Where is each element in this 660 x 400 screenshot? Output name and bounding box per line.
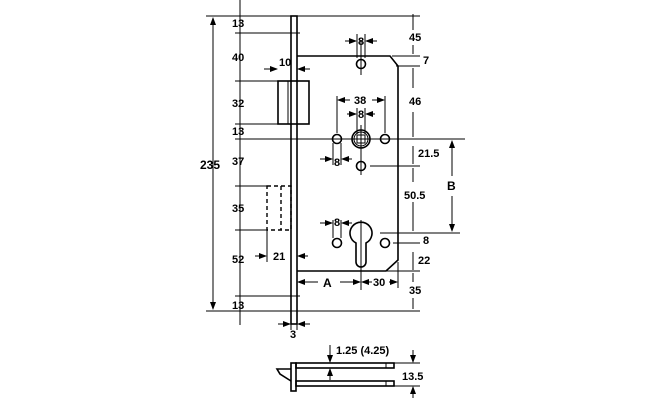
left-dim-5: 37 [232, 156, 244, 168]
left-dim-2: 40 [232, 52, 244, 64]
follower-square-label: 8 [358, 109, 364, 121]
backset-label: A [323, 276, 332, 290]
overall-height-label: 235 [200, 158, 220, 172]
cylinder-hole-offset-label: 8 [334, 217, 340, 229]
left-dim-7: 52 [232, 254, 244, 266]
follower-hole-offset-label: 8 [334, 157, 340, 169]
right-dim-5: 50.5 [404, 190, 425, 202]
side-view-thickness-label: 1.25 (4.25) [336, 345, 390, 357]
right-dim-6: 8 [423, 235, 429, 247]
right-dim-3: 46 [409, 96, 421, 108]
left-dim-8: 13 [232, 300, 244, 312]
cylinder-to-edge-label: 30 [373, 277, 385, 289]
deadbolt-outline [266, 185, 292, 231]
faceplate [290, 15, 298, 325]
latch-bolt [277, 80, 310, 125]
follower-width-label: 38 [354, 95, 366, 107]
left-dim-4: 13 [232, 126, 244, 138]
left-dim-6: 35 [232, 203, 244, 215]
side-view-depth-label: 13.5 [402, 371, 423, 383]
cylinder-hole-right [379, 237, 391, 249]
right-dim-4: 21.5 [418, 148, 439, 160]
top-hole-spacing-label: 8 [358, 36, 364, 48]
cylinder-keyhole [349, 221, 373, 268]
lock-body [297, 55, 399, 272]
right-dim-1: 45 [409, 32, 421, 44]
centre-distance-label: B [447, 179, 456, 193]
latch-projection-label: 10 [279, 57, 291, 69]
left-dim-3: 32 [232, 98, 244, 110]
centre-lines [330, 40, 465, 290]
side-view [275, 345, 420, 398]
faceplate-thickness-label: 3 [290, 329, 296, 341]
right-dim-8: 35 [409, 285, 421, 297]
right-dim-7: 22 [418, 255, 430, 267]
deadbolt-offset-label: 21 [273, 251, 285, 263]
cylinder-hole-left [331, 237, 343, 249]
right-dim-2: 7 [423, 55, 429, 67]
left-dim-1: 13 [232, 18, 244, 30]
